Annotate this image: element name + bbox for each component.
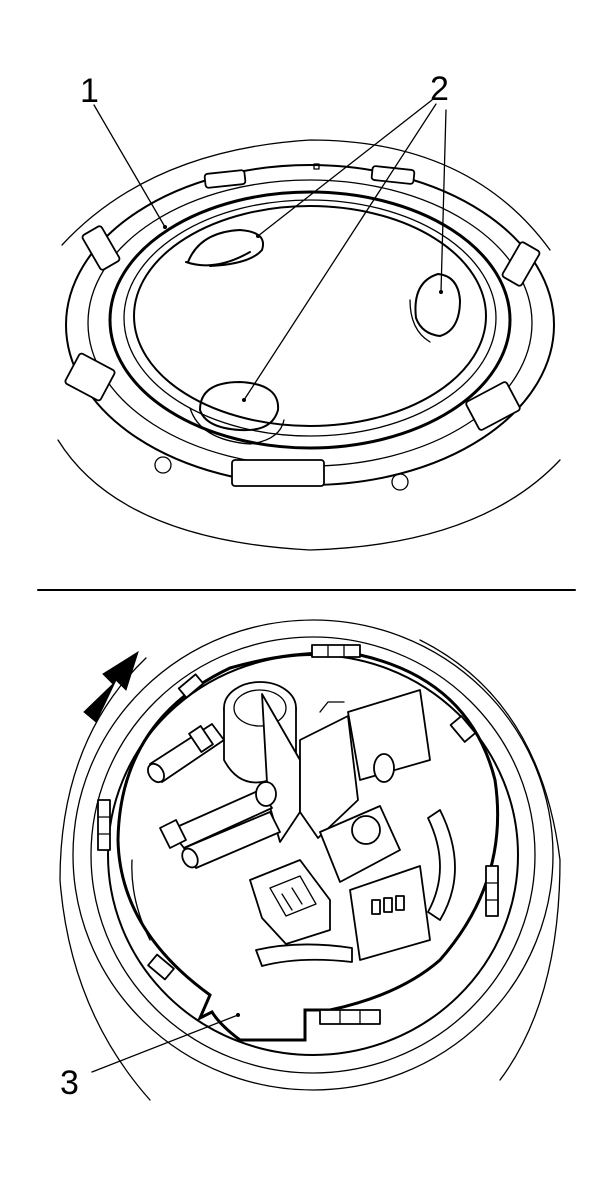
flange-ring-outer xyxy=(65,164,555,486)
flange-ring-mid xyxy=(87,179,533,467)
callout-3: 3 xyxy=(60,1064,79,1102)
cover-rim xyxy=(123,199,497,437)
arrow-up-right-icon xyxy=(83,650,139,723)
sealing-ring xyxy=(108,190,512,450)
grip-recess xyxy=(185,229,264,267)
flange-ring-mid xyxy=(90,636,536,1074)
guide-arc-right xyxy=(427,809,456,921)
top-view: 1 2 xyxy=(57,70,561,551)
fuel-return-pipes xyxy=(159,781,281,869)
flange-ring-outer xyxy=(72,619,554,1091)
ring-tick-marks xyxy=(97,644,499,1025)
cover-inner xyxy=(133,205,487,427)
tank-outer-curve-bottom xyxy=(57,439,561,551)
fuel-pipe xyxy=(147,723,225,784)
tank-outer-curve-right xyxy=(419,639,561,1081)
lock-ring xyxy=(107,654,519,1056)
leader-line-3 xyxy=(91,1014,239,1073)
callout-2: 2 xyxy=(430,70,449,108)
grip-recess xyxy=(189,381,285,445)
module-plate-edge xyxy=(116,651,500,1042)
bottom-view: 3 xyxy=(59,619,561,1102)
tank-outer-curve-left xyxy=(59,657,151,1101)
grip-recess xyxy=(409,273,461,343)
callout-1: 1 xyxy=(80,72,99,110)
guide-arc-left xyxy=(131,859,151,941)
tank-outer-curve-top xyxy=(61,139,551,251)
guide-arc-bottom xyxy=(255,943,353,967)
lock-tabs-top xyxy=(64,163,541,491)
electrical-connector xyxy=(249,805,431,961)
leader-lines-top xyxy=(93,99,447,402)
